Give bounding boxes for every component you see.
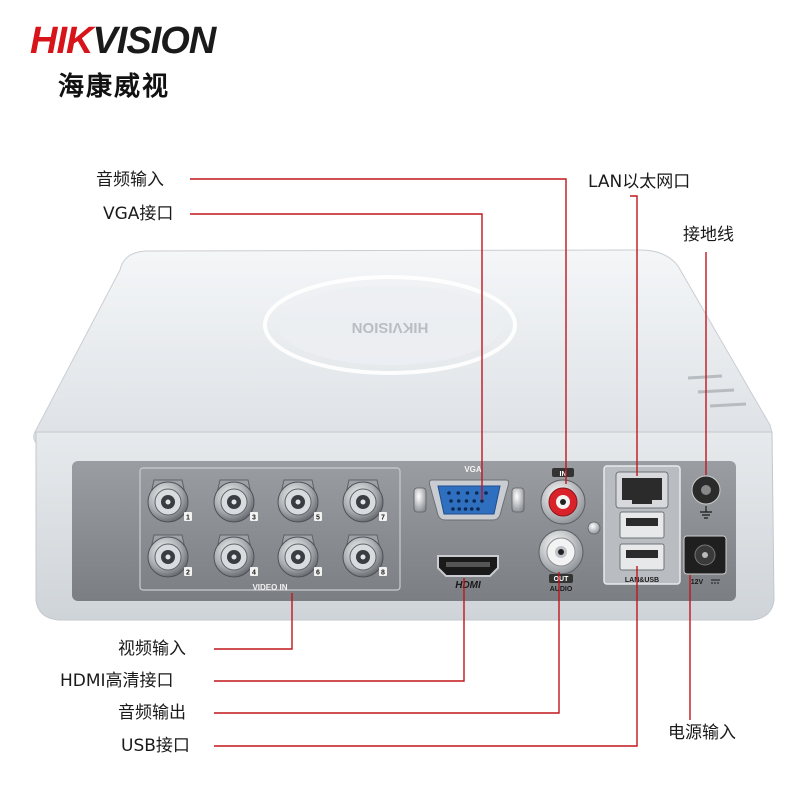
- bnc-number: 3: [252, 515, 256, 522]
- bnc-number-badge: [250, 512, 258, 521]
- vga-pin: [474, 491, 479, 495]
- lan-usb-text: LAN&USB: [625, 577, 659, 584]
- vga-pin: [463, 507, 468, 511]
- bnc-connector: [147, 534, 189, 578]
- audio-in-badge: [552, 468, 574, 477]
- brand-wordmark: HIKVISION: [30, 20, 216, 63]
- leader-audio-in: [190, 178, 567, 484]
- label-usb: USB接口: [121, 736, 190, 756]
- brand-prefix: HIK: [30, 20, 93, 62]
- label-lan: LAN以太网口: [588, 172, 691, 192]
- brand-logo: HIKVISION 海康威视: [30, 20, 270, 102]
- audio-out-badge: [549, 574, 573, 583]
- bnc-number-badge: [184, 512, 192, 521]
- label-hdmi: HDMI高清接口: [60, 671, 174, 691]
- leader-lan: [630, 195, 638, 476]
- bnc-connector: [213, 534, 255, 578]
- vga-pin: [456, 491, 461, 495]
- bnc-number-badge: [314, 567, 322, 576]
- dc-text: 12V: [691, 579, 704, 586]
- bnc-number: 2: [186, 570, 190, 577]
- audio-out-port: OUT AUDIO: [538, 529, 584, 593]
- vga-pin: [449, 499, 453, 503]
- vga-pin: [464, 499, 469, 503]
- vga-screw-right: [511, 487, 525, 513]
- bnc-number: 7: [381, 515, 385, 522]
- vga-pin: [476, 507, 480, 511]
- bnc-number: 8: [381, 570, 385, 577]
- hdmi-text: HDMI: [455, 580, 481, 591]
- vga-pin: [465, 491, 470, 495]
- lan-usb-block: LAN&USB: [603, 465, 681, 585]
- label-vga: VGA接口: [103, 204, 174, 224]
- label-ground: 接地线: [683, 225, 734, 245]
- dc-power-jack: 12V: [683, 535, 727, 586]
- vent-slot: [687, 374, 723, 380]
- vga-pin: [456, 499, 461, 503]
- vent-slot: [709, 402, 747, 408]
- vga-pin: [484, 491, 488, 495]
- vga-port: VGA: [413, 465, 525, 521]
- bnc-number: 4: [252, 570, 256, 577]
- leader-usb: [214, 566, 638, 747]
- vga-pin: [472, 499, 477, 503]
- bnc-number-badge: [379, 567, 387, 576]
- label-video-in: 视频输入: [118, 639, 186, 659]
- vga-pin: [457, 507, 462, 511]
- leader-video-in: [214, 593, 293, 650]
- out-text: OUT: [554, 576, 570, 583]
- audio-in-port: IN: [540, 468, 601, 535]
- bnc-number-badge: [314, 512, 322, 521]
- bnc-number-badge: [250, 567, 258, 576]
- bnc-number: 6: [316, 570, 320, 577]
- top-logo-ring: [263, 275, 517, 375]
- brand-suffix: VISION: [92, 20, 216, 62]
- hdmi-port: HDMI: [437, 555, 499, 591]
- leader-audio-out: [214, 572, 560, 714]
- bnc-connectors: 1 2 3 4 5 6 7 8: [147, 479, 387, 578]
- bnc-connector: [213, 479, 255, 523]
- bnc-number: 5: [316, 515, 320, 522]
- panel-screw: [587, 521, 601, 535]
- leader-vga: [190, 213, 483, 500]
- vga-pin: [447, 491, 451, 495]
- bnc-connector: [342, 479, 384, 523]
- vga-pin: [469, 507, 474, 511]
- bnc-connector: [277, 534, 319, 578]
- vga-text: VGA: [464, 465, 482, 474]
- top-logo-text: HIKVISION: [352, 319, 429, 336]
- label-audio-in: 音频输入: [96, 170, 164, 190]
- video-in-text: VIDEO IN: [252, 583, 287, 592]
- vga-pin: [480, 499, 484, 503]
- bnc-number-badge: [184, 567, 192, 576]
- vga-pin: [451, 507, 455, 511]
- audio-text: AUDIO: [550, 586, 573, 593]
- ground-terminal: [691, 475, 721, 519]
- brand-chinese-name: 海康威视: [58, 72, 171, 102]
- ground-symbol: [700, 506, 712, 519]
- bnc-connector: [277, 479, 319, 523]
- label-audio-out: 音频输出: [118, 703, 186, 723]
- vga-screw-left: [413, 487, 427, 513]
- vent-slot: [697, 388, 735, 394]
- bnc-connector: [147, 479, 189, 523]
- in-text: IN: [560, 471, 567, 478]
- bnc-connector: [342, 534, 384, 578]
- label-power: 电源输入: [668, 723, 736, 743]
- bnc-number-badge: [379, 512, 387, 521]
- leader-hdmi: [214, 578, 465, 682]
- vga-pins: [447, 491, 488, 511]
- bnc-number: 1: [186, 515, 190, 522]
- video-in-frame: [139, 467, 401, 591]
- leader-lines: [190, 178, 707, 747]
